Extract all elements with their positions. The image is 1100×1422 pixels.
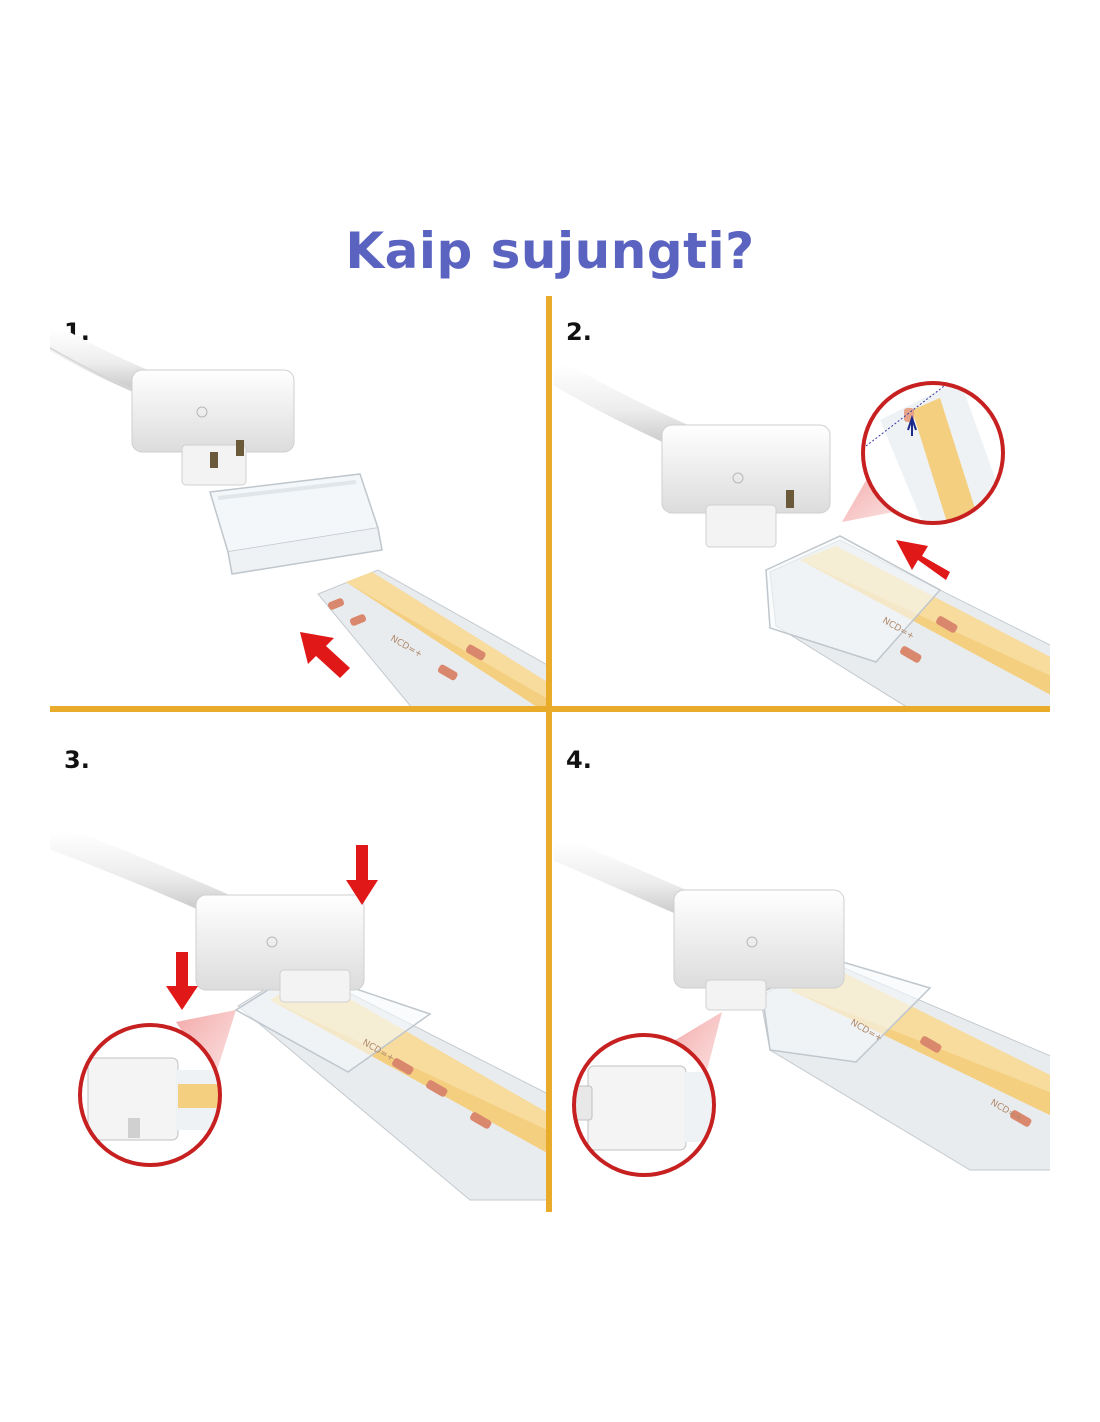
step-2-illustration: NCD=+ (554, 355, 1050, 706)
led-strip-with-cap: NCD=+ (234, 967, 546, 1201)
led-strip-with-cap: NCD=+ NCD=+ (759, 959, 1050, 1171)
vertical-divider (546, 296, 552, 1212)
step-label-2: 2. (566, 318, 592, 346)
red-arrow-1 (300, 632, 350, 678)
led-strip: NCD=+ (317, 569, 546, 706)
horizontal-divider (50, 706, 1050, 712)
step-label-4: 4. (566, 746, 592, 774)
connector-head (661, 424, 831, 548)
led-strip-with-cap: NCD=+ (765, 535, 1050, 706)
step-3-illustration: NCD=+ (50, 821, 546, 1201)
zoom-cone (176, 1010, 236, 1080)
page-title: Kaip sujungti? (345, 222, 755, 280)
connector-head (195, 894, 365, 1003)
step-4-illustration: NCD=+ NCD=+ (554, 832, 1050, 1177)
zoom-circle-4 (572, 1033, 716, 1177)
connector-head (673, 889, 845, 1011)
step-label-3: 3. (64, 746, 90, 774)
step-1-illustration: NCD=+ (50, 320, 546, 706)
red-arrow-3a (346, 845, 378, 905)
zoom-circle-2 (861, 381, 1005, 525)
zoom-cone (672, 1012, 722, 1082)
transparent-end-cap (209, 473, 383, 575)
zoom-circle-3 (78, 1023, 222, 1167)
red-arrow-3b (166, 952, 198, 1010)
red-arrow-2 (896, 540, 950, 580)
connector-head (131, 369, 295, 486)
